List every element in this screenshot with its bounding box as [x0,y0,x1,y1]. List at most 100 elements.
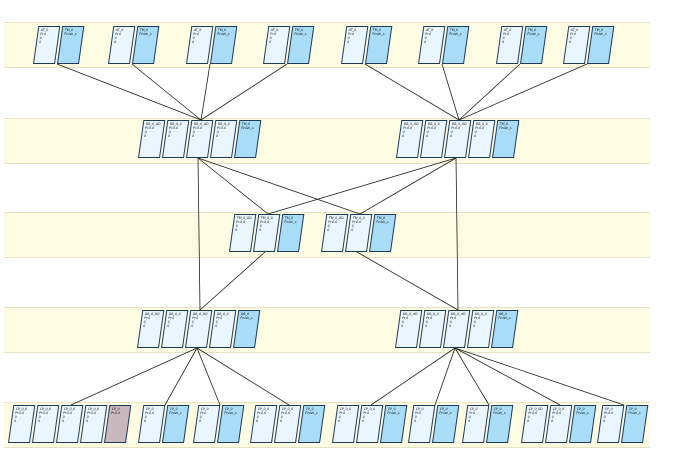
cell-text: Finish_s [438,411,452,415]
cell-text: 0 [191,134,195,138]
cell-text: Finish_s [498,126,512,130]
cell-text: Finish_s [304,411,318,415]
cell-text: 0 [400,324,404,328]
cell-text: Finish_s [386,411,400,415]
cell-text: Finish_s [375,220,389,224]
link-line [454,347,561,406]
link-line [455,157,459,311]
link-line [70,347,198,406]
cell-text: Finish_s [497,316,511,320]
cell-text: Finish_s [240,126,254,130]
cell-text: Finish_s [223,411,237,415]
cell-text: 0 [214,324,218,328]
link-line [434,347,456,406]
cell-text: 0 [198,419,202,423]
link-line [197,157,201,311]
cell-text: Finish_s [492,411,506,415]
link-line [454,347,490,406]
link-line [56,63,202,121]
cell-text: 0 [467,419,471,423]
cell-text: 0 [113,40,117,44]
cell-text: 0 [337,419,341,423]
cell-text: 0 [550,419,554,423]
link-line [370,347,456,406]
cell-text: 0 [215,134,219,138]
cell-text: 0 [258,228,262,232]
link-line [359,157,457,215]
cell-text: 0 [448,324,452,328]
cell-text: 0 [501,40,505,44]
cell-text: 0 [255,419,259,423]
cell-text: 0 [13,419,17,423]
cell-text: 0 [268,40,272,44]
tier-band-3 [4,307,650,353]
tier-band-1 [4,118,650,164]
cell-text: 0 [413,419,417,423]
cell-text: 0 [526,419,530,423]
cell-text: 0 [425,134,429,138]
cell-text: 0 [346,40,350,44]
cell-text: 0 [166,324,170,328]
cell-text: Finish_s [293,32,307,36]
cell-text: 0 [401,134,405,138]
cell-text: Finish_s [283,220,297,224]
cell-text: Finish_s [216,32,230,36]
link-line [131,63,202,121]
cell-text: 0 [424,324,428,328]
cell-text: 0 [38,40,42,44]
